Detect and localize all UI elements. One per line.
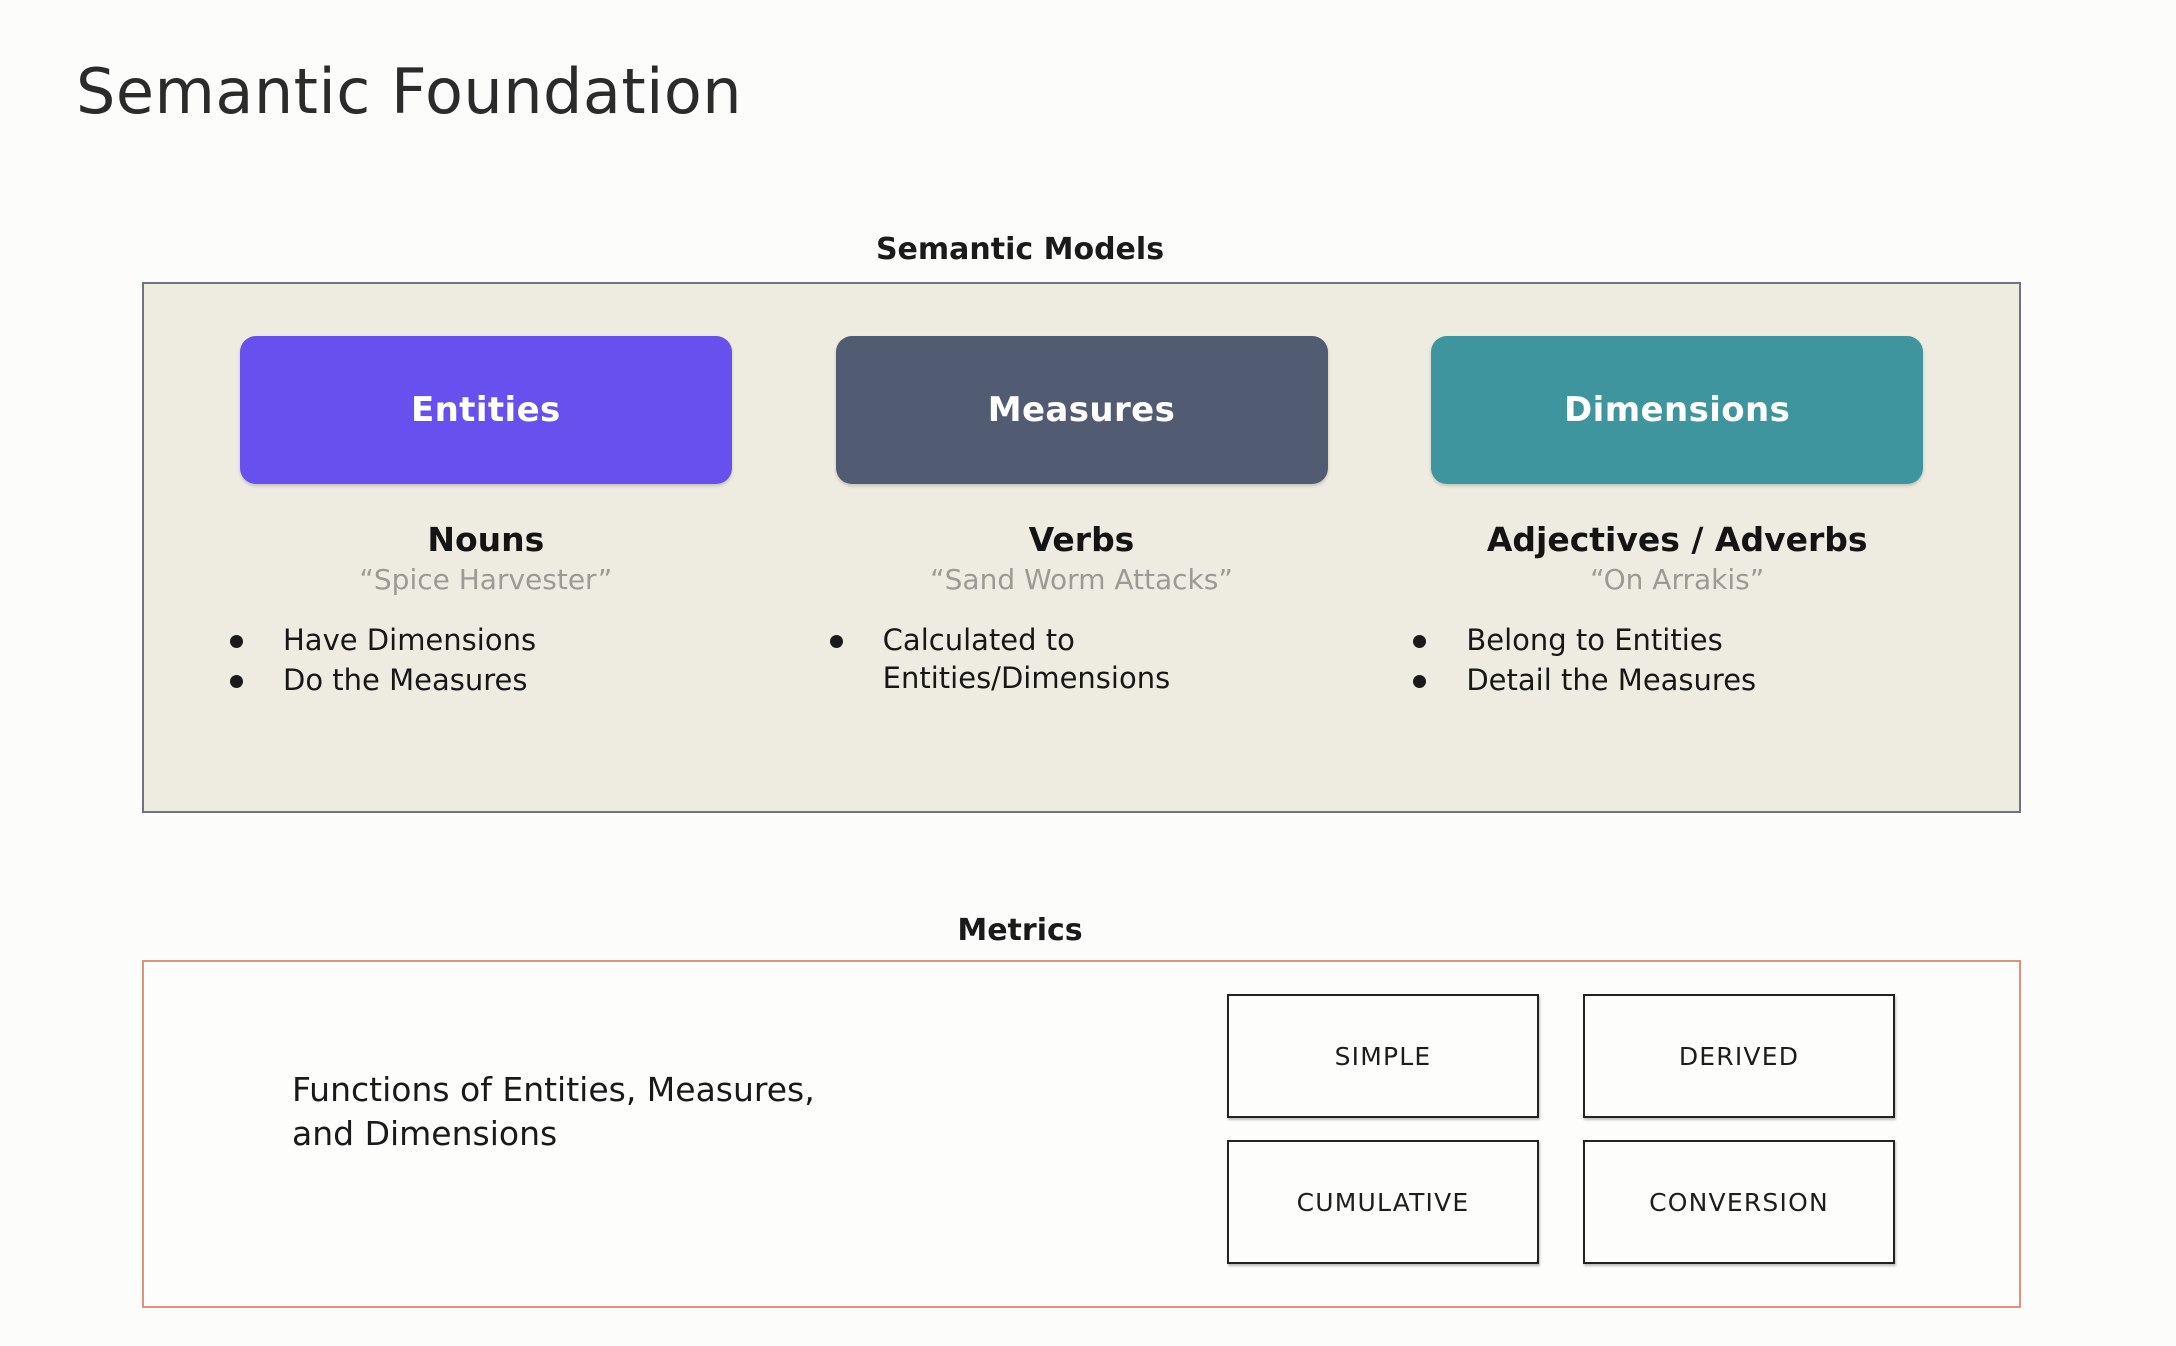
metrics-caption: Metrics [957,913,1083,948]
metric-type-conversion[interactable]: CONVERSION [1583,1140,1895,1264]
semantic-models-panel: Entities Nouns “Spice Harvester” Have Di… [142,282,2021,813]
entities-part-of-speech: Nouns [427,520,545,559]
page-title: Semantic Foundation [76,55,743,128]
metric-type-cumulative[interactable]: CUMULATIVE [1227,1140,1539,1264]
metrics-description: Functions of Entities, Measures, and Dim… [292,1070,815,1153]
bullet-dot-icon [1413,675,1427,689]
bullet-dot-icon [1413,635,1427,649]
model-column-dimensions: Dimensions Adjectives / Adverbs “On Arra… [1379,336,1975,787]
metrics-type-grid: SIMPLE DERIVED CUMULATIVE CONVERSION [1227,994,1895,1264]
list-item: Detail the Measures [1413,662,1756,700]
measures-part-of-speech: Verbs [1028,520,1135,559]
measures-example: “Sand Worm Attacks” [930,563,1233,597]
list-item: Do the Measures [230,662,527,700]
metric-type-simple[interactable]: SIMPLE [1227,994,1539,1118]
entities-bullet-0: Have Dimensions [283,623,537,658]
measures-bullet-0: Calculated to Entities/Dimensions [882,623,1171,696]
list-item: Belong to Entities [1413,622,1723,660]
dimensions-chip[interactable]: Dimensions [1431,336,1924,484]
list-item: Have Dimensions [230,622,536,660]
metric-type-derived[interactable]: DERIVED [1583,994,1895,1118]
measures-bullet-list: Calculated to Entities/Dimensions [770,622,1394,699]
dimensions-bullet-0: Belong to Entities [1466,623,1723,658]
semantic-models-columns: Entities Nouns “Spice Harvester” Have Di… [144,284,2019,811]
entities-bullet-list: Have Dimensions Do the Measures [178,622,794,701]
measures-chip[interactable]: Measures [835,336,1328,484]
entities-example: “Spice Harvester” [359,563,613,597]
dimensions-part-of-speech: Adjectives / Adverbs [1486,520,1868,559]
bullet-dot-icon [230,675,243,689]
dimensions-bullet-1: Detail the Measures [1466,663,1757,698]
dimensions-bullet-list: Belong to Entities Detail the Measures [1377,622,1977,701]
entities-bullet-1: Do the Measures [283,663,528,698]
list-item: Calculated to Entities/Dimensions [829,622,1171,697]
model-column-measures: Measures Verbs “Sand Worm Attacks” Calcu… [784,336,1380,787]
dimensions-example: “On Arrakis” [1590,563,1765,597]
model-column-entities: Entities Nouns “Spice Harvester” Have Di… [188,336,784,787]
bullet-dot-icon [829,635,843,649]
entities-chip[interactable]: Entities [239,336,732,484]
bullet-dot-icon [230,635,243,649]
metrics-panel: Functions of Entities, Measures, and Dim… [142,960,2021,1308]
semantic-models-caption: Semantic Models [875,232,1165,267]
